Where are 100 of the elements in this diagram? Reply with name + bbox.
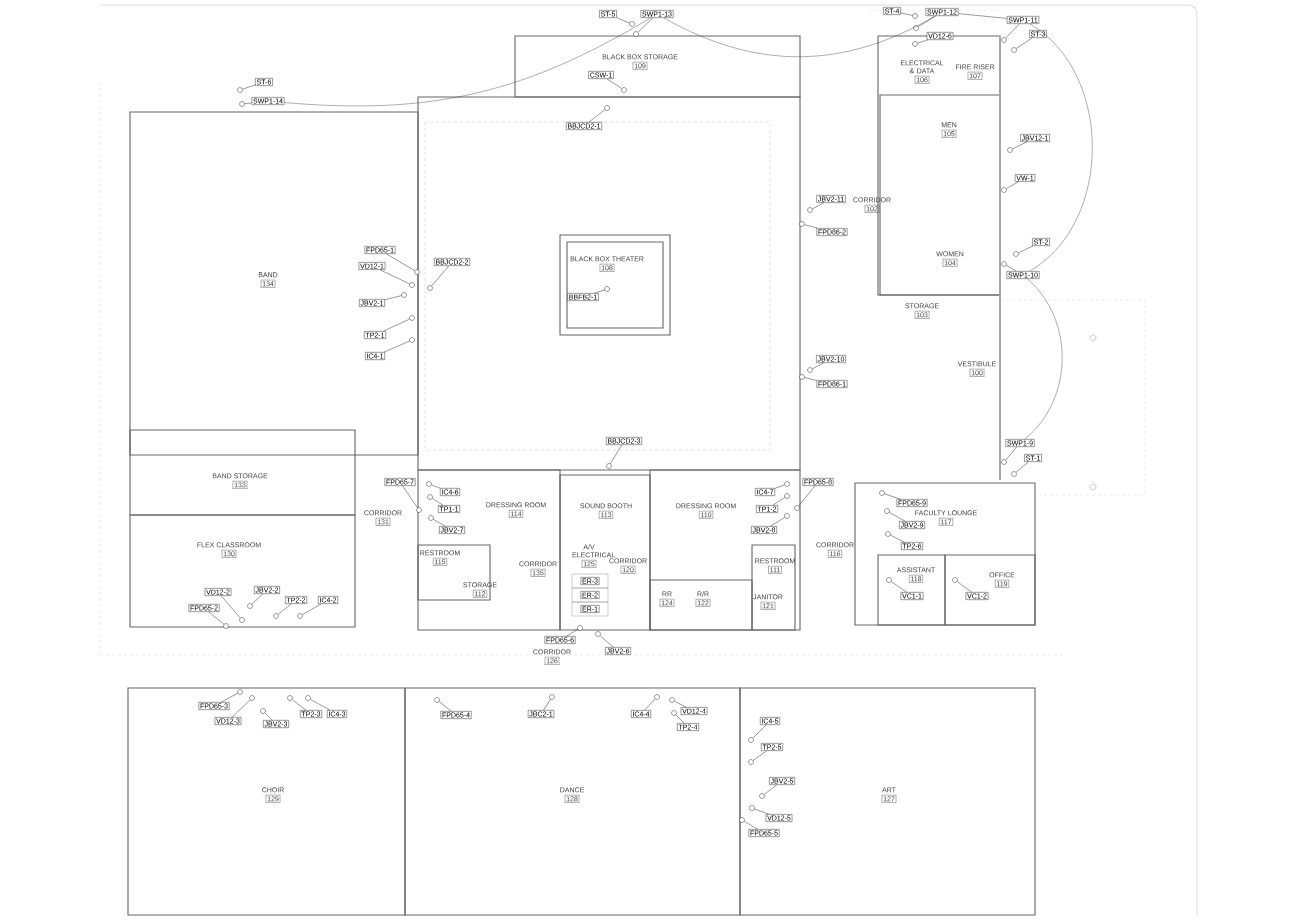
leader-line [891,581,907,593]
device-symbol [604,286,610,292]
device-symbol [1001,459,1007,465]
device-symbol [237,689,243,695]
device-symbol [427,285,433,291]
device-symbol [633,31,639,37]
device-symbol [426,481,432,487]
leader-line [386,253,415,271]
leader-line [1016,37,1033,49]
device-symbol [239,101,245,107]
device-symbol [913,25,919,31]
device-symbol [748,759,754,765]
leader-line [594,289,605,294]
leader-line [610,444,622,464]
device-symbol [884,508,890,514]
circuit-line [1024,278,1063,440]
leader-line [1018,245,1034,254]
leader-line [812,202,824,209]
device-symbol [799,374,805,380]
leader-line [637,17,654,33]
device-symbol [416,507,422,513]
device-symbol [427,494,433,500]
leader-line [917,39,929,44]
leader-line [1012,141,1028,150]
leader-line [754,808,769,815]
leader-line [566,629,578,637]
device-symbol [629,21,635,27]
device-symbol [260,708,266,714]
device-symbol [428,515,434,521]
leader-line [277,603,292,615]
leader-line [383,318,410,332]
circuit-line [284,17,651,107]
leader-line [264,712,273,721]
device-symbol [879,490,885,496]
device-symbol [249,695,255,701]
device-symbol [247,603,253,609]
device-symbol [239,617,245,623]
leader-line [1005,23,1020,39]
device-symbol [749,805,755,811]
leader-line [433,519,446,527]
leader-line [644,698,656,711]
leader-line [431,484,441,489]
device-symbol [1001,187,1007,193]
device-symbol [287,695,293,701]
device-symbol [759,793,765,799]
leader-line [763,784,778,795]
leader-line [812,362,824,369]
leader-line [543,699,551,711]
device-symbol [739,817,745,823]
device-symbol [414,269,420,275]
device-symbol [794,505,800,511]
leader-line [221,693,238,703]
device-symbol [604,105,610,111]
device-symbol [577,625,583,631]
device-symbol [237,87,243,93]
leader-line [616,17,630,24]
device-symbol [654,694,660,700]
leader-line [890,535,905,543]
leader-line [774,484,785,489]
device-symbol [223,623,229,629]
device-symbol [549,694,555,700]
device-symbol [885,531,891,537]
device-symbol [434,697,440,703]
leader-line [752,724,767,739]
leader-line [431,265,449,287]
leader-line [231,699,251,718]
device-symbol [1001,37,1007,43]
leader-line [1006,181,1019,189]
device-symbol [671,710,677,716]
leader-line [884,493,901,500]
device-symbol [1011,471,1017,477]
device-symbol [595,631,601,637]
leader-line [900,12,913,16]
leader-line [379,269,410,285]
device-symbol [784,481,790,487]
leader-line [770,517,785,527]
device-symbol [807,207,813,213]
device-symbol [305,695,311,701]
leader-line [402,485,418,508]
circuit-line [958,13,1008,19]
leader-line [244,102,252,104]
device-symbol [807,367,813,373]
leader-line [753,750,767,761]
leader-line [674,701,687,708]
device-symbol [1011,47,1017,53]
device-symbol [952,577,958,583]
leader-line [798,485,816,507]
leader-line [804,377,817,381]
device-symbol [784,493,790,499]
leader-line [291,699,307,711]
leader-line [384,295,402,300]
leader-line [302,603,322,615]
device-symbol [1013,251,1019,257]
device-symbol [273,613,279,619]
circuit-line [1029,23,1093,272]
device-symbol [409,337,415,343]
device-symbol [409,282,415,288]
leader-line [310,699,331,711]
leader-line [221,595,241,619]
leader-line [1015,461,1029,473]
